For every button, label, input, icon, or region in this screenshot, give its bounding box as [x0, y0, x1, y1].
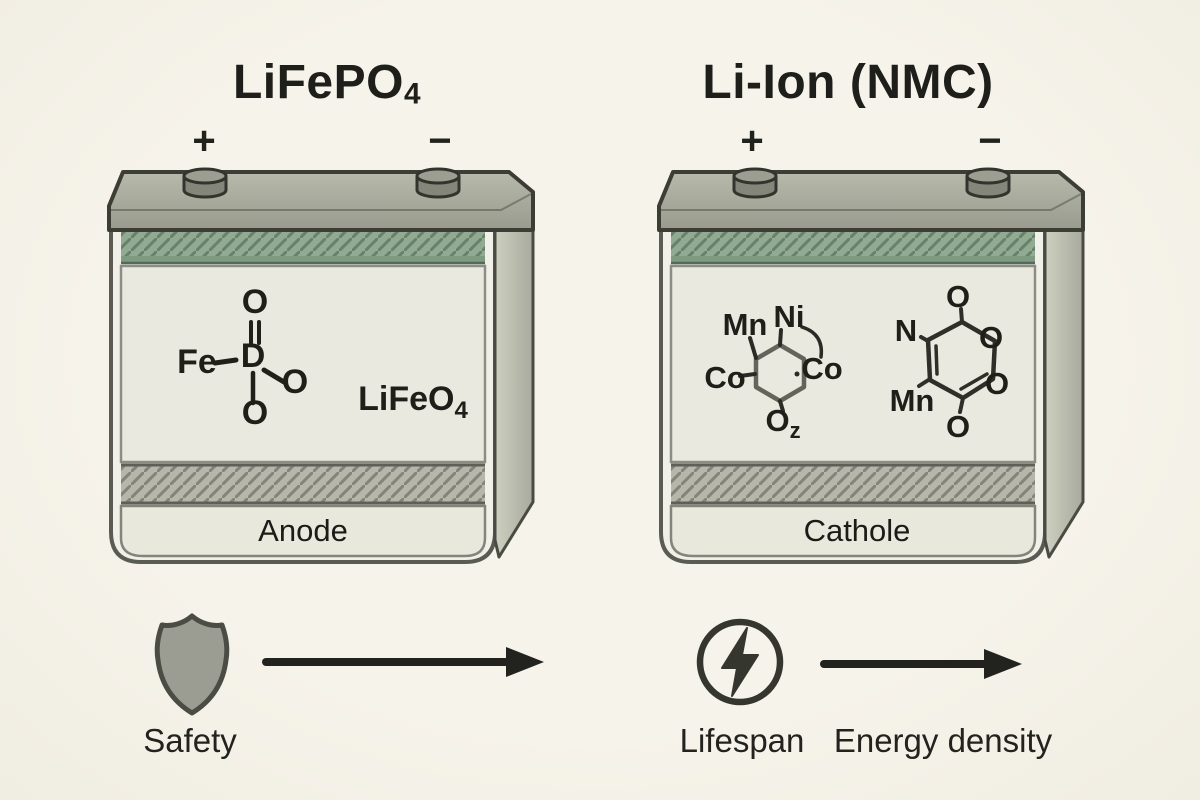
- atom-label-right-o: O: [282, 363, 308, 401]
- atom-label-center: D: [241, 337, 266, 375]
- li-ion-title: Li-Ion (NMC): [643, 55, 1053, 110]
- lifepo4-title-subscript: 4: [403, 77, 422, 111]
- cathode-label: Cathole: [804, 513, 911, 548]
- atom-label-n: N: [895, 313, 917, 348]
- shield-icon: [154, 613, 230, 716]
- left-negative-sign: −: [428, 119, 452, 163]
- nmc-battery-illustration: Cathole Mn Ni Co Co Oz: [657, 167, 1085, 564]
- green-separator-stripe: [121, 231, 485, 265]
- inner-panel: [669, 264, 1037, 464]
- atom-label-mn: Mn: [890, 383, 935, 418]
- battery-terminal-positive: [732, 167, 778, 199]
- atom-label-right-lower-o: O: [985, 366, 1009, 401]
- right-positive-sign: +: [740, 119, 764, 163]
- atom-label-co-right: Co: [801, 351, 842, 386]
- atom-label-ni: Ni: [774, 299, 805, 334]
- atom-label-co-left: Co: [704, 360, 745, 395]
- lifespan-energy-arrow: [820, 649, 1022, 679]
- phosphate-structure: O D Fe O O: [177, 283, 308, 432]
- lifepo4-battery-illustration: Anode O D Fe O O LiFeO4: [107, 167, 535, 564]
- li-ion-title-main: Li-Ion (NMC): [702, 56, 994, 109]
- battery-terminal-negative: [415, 167, 461, 199]
- lifepo4-title: LiFePO4: [122, 55, 532, 111]
- safety-label: Safety: [143, 722, 237, 759]
- atom-label-top-o: O: [946, 279, 970, 314]
- lifeo4-formula: LiFeO4: [358, 380, 468, 424]
- green-separator-stripe: [671, 231, 1035, 265]
- atom-label-mn: Mn: [723, 307, 768, 342]
- lightning-icon: [696, 618, 784, 706]
- battery-lid: [107, 170, 535, 232]
- battery-terminal-negative: [965, 167, 1011, 199]
- safety-arrow: [262, 647, 544, 677]
- lifepo4-title-main: LiFePO: [232, 56, 404, 109]
- battery-lid: [657, 170, 1085, 232]
- oxide-ring-structure: O N O O Mn O: [890, 279, 1009, 444]
- atom-label-fe: Fe: [177, 343, 217, 381]
- energy-density-label: Energy density: [833, 722, 1053, 759]
- atom-label-bottom-o: O: [242, 394, 268, 432]
- gray-separator-stripe: [121, 463, 485, 505]
- battery-depth-side: [1043, 228, 1085, 559]
- atom-label-bottom-o: O: [946, 409, 970, 444]
- battery-depth-side: [493, 228, 535, 559]
- nmc-ring-structure: Mn Ni Co Co Oz: [704, 299, 842, 443]
- atom-label-oz: Oz: [765, 403, 800, 443]
- right-negative-sign: −: [978, 119, 1002, 163]
- inner-panel: [119, 264, 487, 464]
- atom-label-top-o: O: [242, 283, 268, 321]
- atom-label-right-upper-o: O: [979, 320, 1003, 355]
- electrode-label-strip: [119, 504, 487, 558]
- anode-label: Anode: [258, 513, 348, 548]
- battery-terminal-positive: [182, 167, 228, 199]
- lifespan-label: Lifespan: [679, 722, 805, 759]
- left-positive-sign: +: [192, 119, 216, 163]
- electrode-label-strip: [669, 504, 1037, 558]
- gray-separator-stripe: [671, 463, 1035, 505]
